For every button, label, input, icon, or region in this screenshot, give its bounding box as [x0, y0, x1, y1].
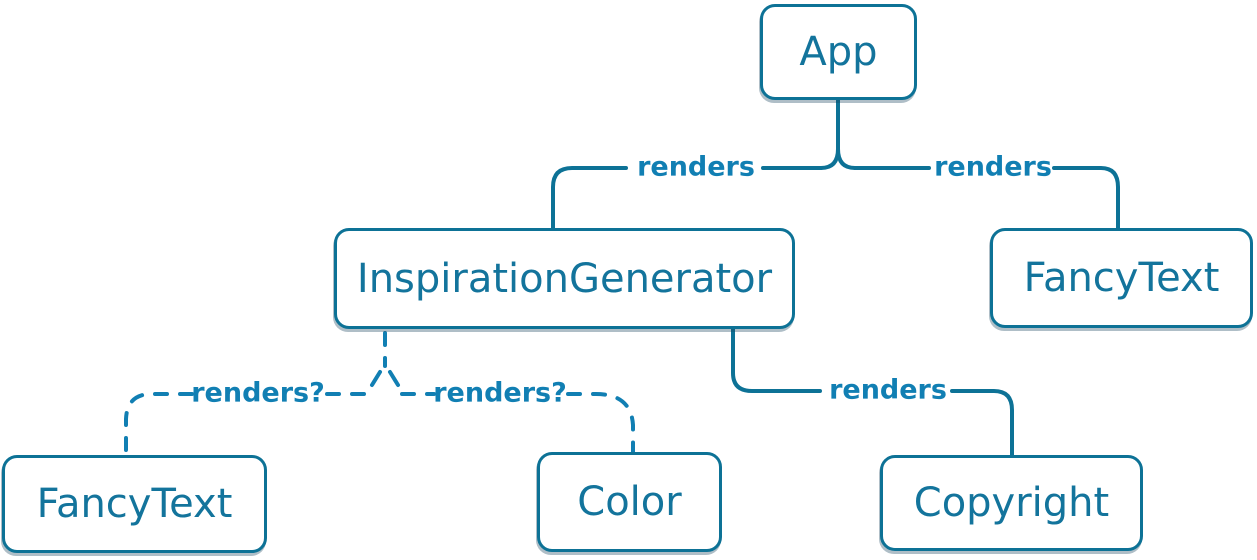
node-app-label: App	[799, 29, 878, 75]
node-color-label: Color	[577, 479, 682, 525]
edge-label-ig-renders-color-conditional: renders?	[433, 377, 567, 409]
node-inspiration-generator-label: InspirationGenerator	[356, 255, 773, 302]
edge-ig-fork-right-dash	[388, 370, 400, 387]
node-color: Color	[537, 452, 722, 552]
edge-label-app-renders-fancytext: renders	[934, 151, 1052, 183]
edge-label-ig-renders-copyright: renders	[829, 374, 947, 406]
node-fancy-text-bottom-label: FancyText	[36, 481, 233, 527]
edge-app-flare-left	[819, 147, 840, 170]
edge-label-app-renders-inspirationgenerator: renders	[637, 151, 755, 183]
edge-app-to-inspirationgenerator-b	[551, 166, 628, 230]
node-copyright: Copyright	[880, 455, 1143, 551]
node-fancy-text-top-label: FancyText	[1023, 255, 1220, 301]
edge-ig-fork-left-dash	[370, 370, 382, 387]
node-fancy-text-top: FancyText	[990, 228, 1253, 328]
edge-label-ig-renders-fancytext-conditional: renders?	[191, 377, 325, 409]
node-fancy-text-bottom: FancyText	[2, 455, 267, 553]
node-copyright-label: Copyright	[913, 480, 1110, 526]
edge-inspirationgenerator-to-copyright-b	[950, 389, 1014, 457]
node-inspiration-generator: InspirationGenerator	[334, 228, 795, 329]
edge-ig-to-color-dashed-b	[566, 392, 635, 454]
edge-app-to-fancytext-b	[1052, 166, 1120, 230]
edge-inspirationgenerator-to-copyright-a	[731, 327, 822, 393]
node-app: App	[760, 4, 917, 100]
edge-app-flare-right	[836, 147, 857, 170]
edge-ig-to-fancytext-dashed-b	[124, 392, 194, 454]
